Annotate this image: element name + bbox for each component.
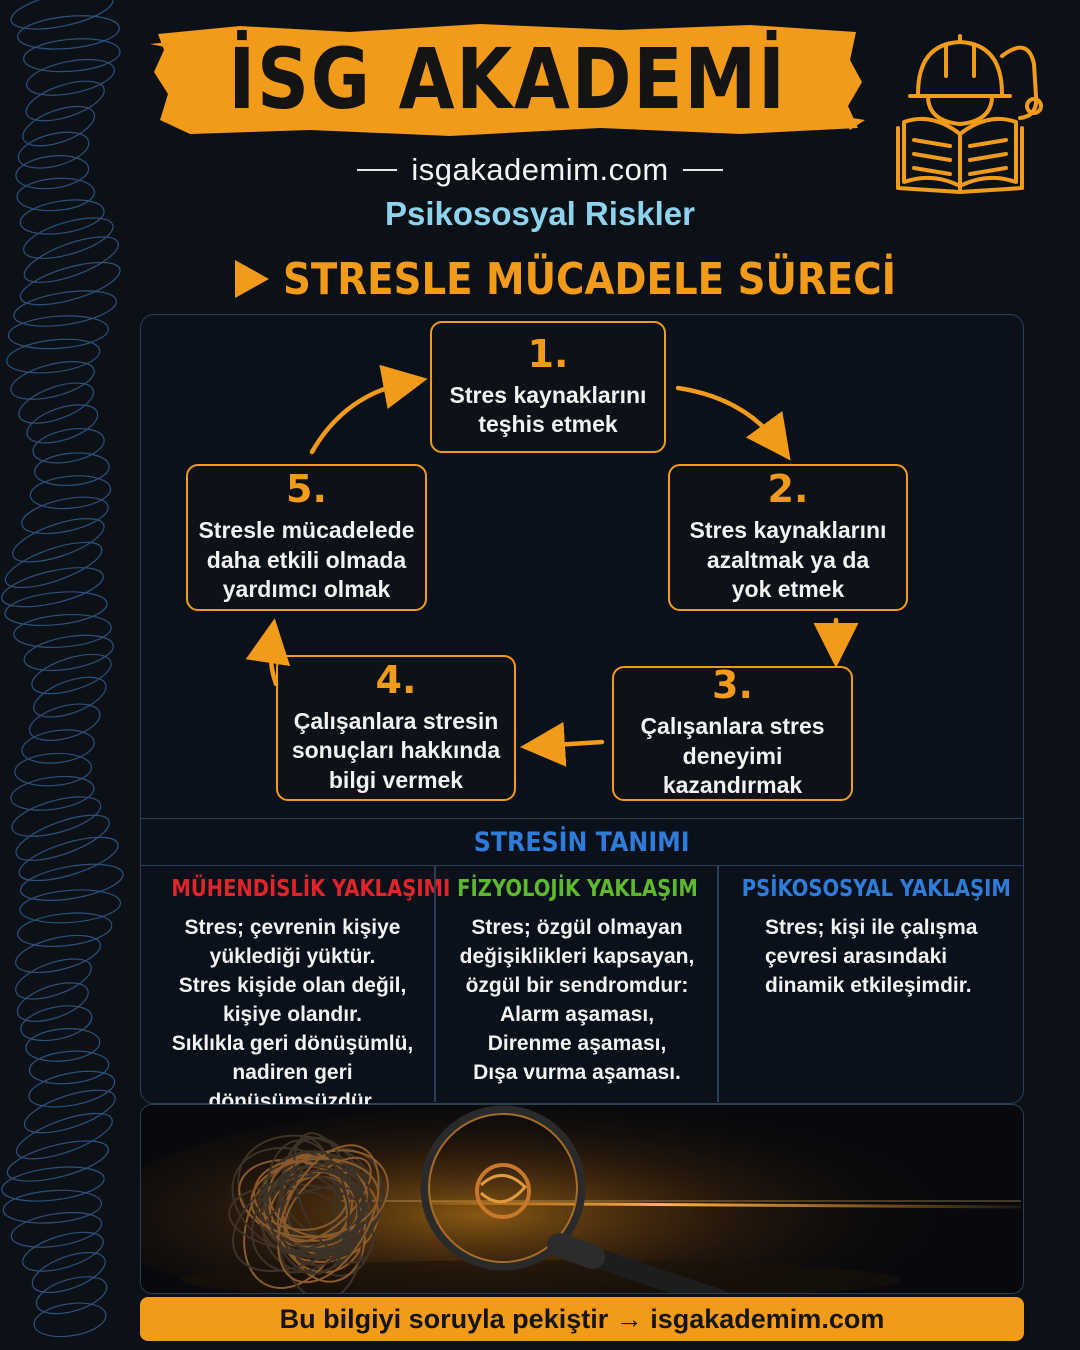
step-card-4: 4. Çalışanlara stresin sonuçları hakkınd…: [276, 655, 516, 801]
helmet-book-stethoscope-icon: [896, 34, 1043, 194]
page-subtitle: Psikososyal Riskler: [384, 195, 696, 232]
column-divider: [434, 866, 436, 1102]
process-title-text: STRESLE MÜCADELE SÜRECİ: [283, 253, 897, 305]
tangled-yarn-illustration: [140, 1104, 1024, 1294]
website-link[interactable]: isgakademim.com: [411, 152, 669, 187]
footer-cta-banner[interactable]: Bu bilgiyi soruyla pekiştir → isgakademi…: [140, 1297, 1024, 1341]
title-brush-stroke: [150, 24, 865, 136]
step-card-2: 2. Stres kaynaklarını azaltmak ya da yok…: [668, 464, 908, 611]
section-title: STRESLE MÜCADELE SÜRECİ: [235, 248, 896, 310]
step-number: 5.: [286, 467, 327, 512]
footer-cta-text[interactable]: Bu bilgiyi soruyla pekiştir → isgakademi…: [279, 1303, 885, 1334]
column-heading: PSİKOSOSYAL YAKLAŞIM: [741, 876, 1011, 902]
step-text: Çalışanlara stres deneyimi kazandırmak: [640, 713, 825, 799]
definition-title: STRESİN TANIMI: [474, 826, 690, 858]
step-number: 1.: [527, 331, 569, 376]
decorative-swirl: [1, 0, 124, 1338]
step-card-3: 3. Çalışanlara stres deneyimi kazandırma…: [612, 666, 853, 801]
column-heading: FİZYOLOJİK YAKLAŞIM: [457, 876, 698, 902]
divider-right: [682, 169, 723, 171]
column-divider: [717, 866, 719, 1102]
step-text: Stres kaynaklarını teşhis etmek: [449, 381, 647, 437]
physiological-approach-column: FİZYOLOJİK YAKLAŞIM Stres; özgül olmayan…: [436, 866, 718, 1102]
column-heading: MÜHENDİSLİK YAKLAŞIMI: [171, 876, 451, 902]
divider-left: [357, 169, 398, 171]
definition-heading: STRESİN TANIMI: [141, 818, 1023, 866]
step-text: Stresle mücadelede daha etkili olmada ya…: [198, 517, 415, 603]
step-card-5: 5. Stresle mücadelede daha etkili olmada…: [186, 464, 427, 611]
brand-title: İSG AKADEMİ: [228, 30, 787, 128]
play-triangle-icon: [235, 260, 269, 298]
step-text: Çalışanlara stresin sonuçları hakkında b…: [291, 707, 501, 793]
yarn-magnifier-icon: [141, 1105, 1023, 1293]
step-number: 2.: [767, 467, 809, 512]
step-number: 4.: [375, 657, 417, 702]
column-text: Stres; kişi ile çalışma çevresi arasında…: [765, 916, 978, 997]
step-card-1: 1. Stres kaynaklarını teşhis etmek: [430, 321, 666, 453]
step-number: 3.: [712, 663, 753, 708]
step-text: Stres kaynaklarını azaltmak ya da yok et…: [689, 517, 887, 603]
column-text: Stres; çevrenin kişiye yüklediği yüktür.…: [171, 916, 414, 1113]
website-line: isgakademim.com: [300, 150, 780, 190]
engineering-approach-column: MÜHENDİSLİK YAKLAŞIMI Stres; çevrenin ki…: [150, 866, 451, 1113]
column-text: Stres; özgül olmayan değişiklikleri kaps…: [459, 916, 695, 1084]
psychosocial-approach-column: PSİKOSOSYAL YAKLAŞIM Stres; kişi ile çal…: [719, 866, 1023, 1102]
